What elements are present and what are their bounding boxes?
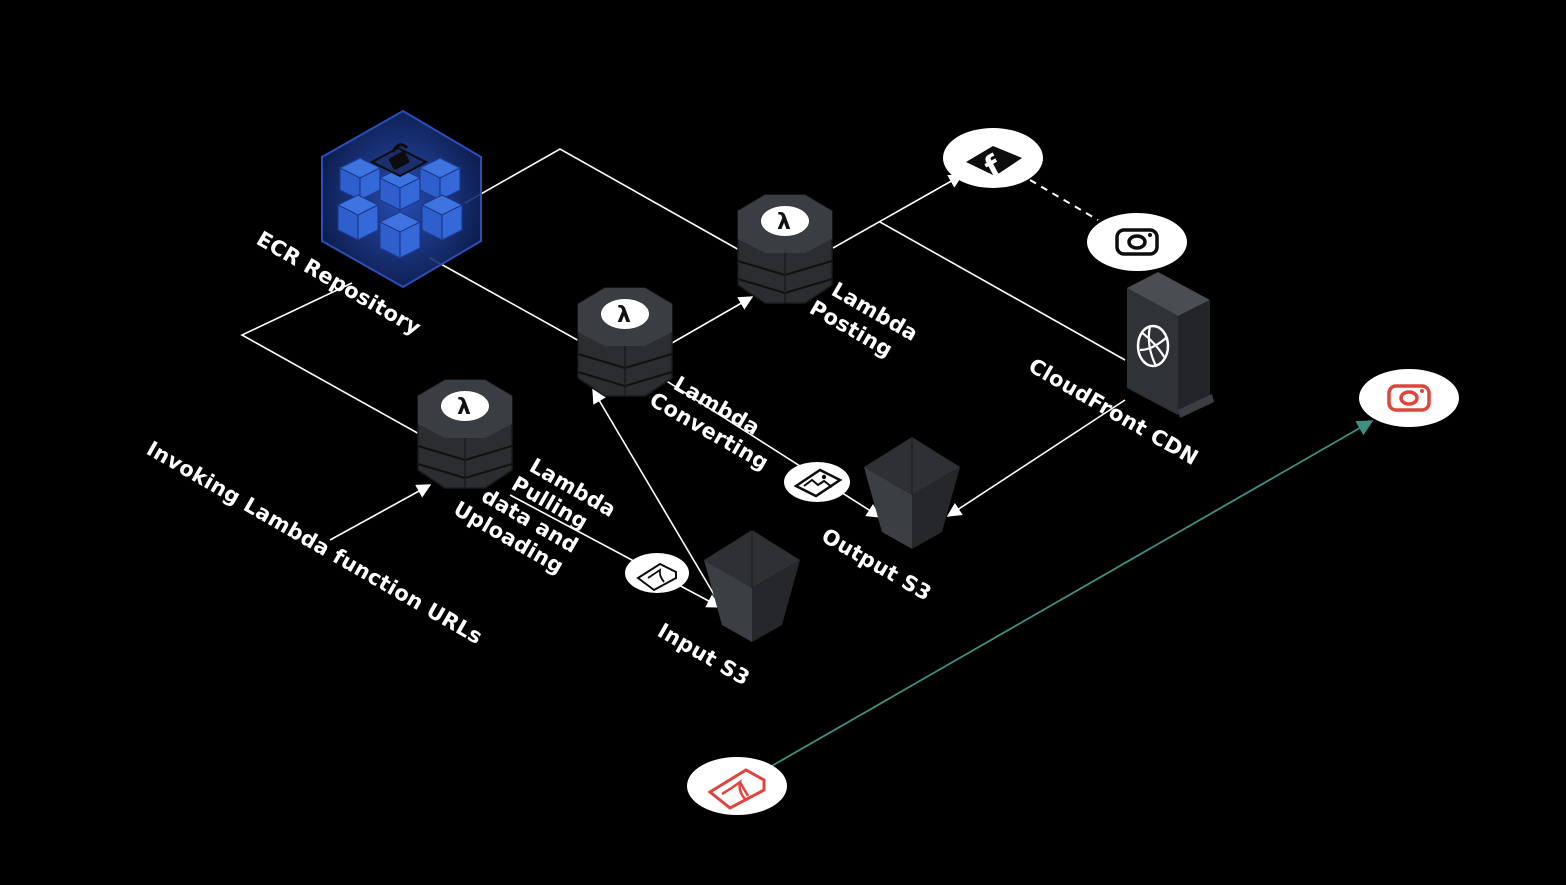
connector-lambda-post-facebook — [832, 174, 964, 249]
facebook-icon: f — [966, 146, 1022, 186]
globe-icon — [1136, 324, 1170, 368]
connector-lambda-pull-input-s3 — [509, 494, 722, 608]
connector-lambda-convert-output-s3 — [664, 379, 882, 518]
lambda-convert-stack[interactable]: λ — [577, 287, 673, 397]
container-blocks — [336, 157, 464, 259]
connector-pdf-instagram-accent — [769, 420, 1374, 768]
image-icon — [793, 468, 843, 498]
lambda-icon: λ — [601, 299, 649, 329]
connector-ecr-lambda-pull — [240, 282, 431, 441]
ecr-repository-node[interactable]: ECR Repository — [253, 109, 482, 340]
connector-ecr-lambda-convert — [429, 257, 591, 348]
connectors — [240, 148, 1374, 768]
instagram-red-node[interactable] — [1359, 369, 1459, 427]
instagram-icon — [1115, 228, 1159, 256]
lambda-post-stack[interactable]: λ — [737, 194, 833, 304]
lambda-icon: λ — [761, 206, 809, 236]
bucket-icon — [864, 437, 960, 549]
pdf-icon — [707, 768, 766, 810]
connector-invoke-lambda-pull — [329, 484, 432, 541]
lambda-icon: λ — [441, 391, 489, 421]
connector-cloudfront-output-s3 — [946, 399, 1126, 517]
image-small-node — [784, 462, 850, 502]
connector-ecr-lambda-post — [464, 148, 749, 256]
pdf-small-node — [625, 553, 689, 593]
lambda-convert-label: Lambda Converting — [646, 372, 773, 475]
pdf-red-node[interactable] — [687, 757, 787, 815]
lambda-pull-stack[interactable]: λ — [417, 379, 513, 489]
instagram-white-node[interactable] — [1087, 213, 1187, 271]
svg-text:λ: λ — [777, 210, 791, 235]
instagram-icon — [1387, 384, 1431, 412]
connector-lambda-post-cloudfront — [879, 221, 1126, 361]
svg-text:λ: λ — [617, 303, 631, 328]
cloudfront-node[interactable]: CloudFront CDN — [1025, 272, 1215, 470]
pdf-icon — [636, 562, 677, 592]
svg-text:λ: λ — [457, 395, 471, 420]
bucket-icon — [704, 530, 800, 642]
lock-icon — [369, 143, 429, 178]
output-s3-node[interactable]: Output S3 — [818, 437, 961, 606]
connector-input-s3-lambda-convert — [592, 388, 723, 609]
connector-lambda-convert-lambda-post — [671, 296, 754, 344]
facebook-node[interactable]: f — [943, 128, 1043, 188]
input-s3-node[interactable]: Input S3 — [654, 530, 801, 690]
connector-facebook-instagram-dashed — [1029, 179, 1099, 221]
